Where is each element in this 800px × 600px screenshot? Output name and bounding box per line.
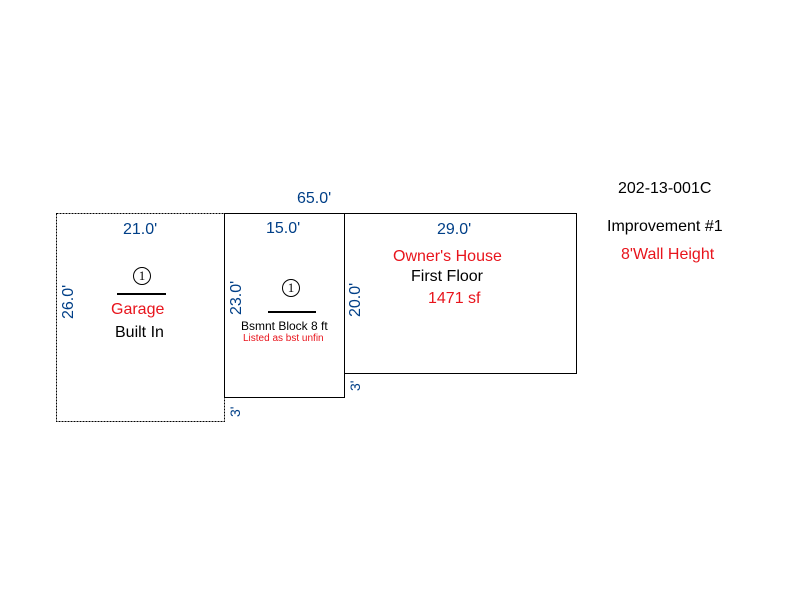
house-depth-dimension: 20.0' <box>347 282 364 317</box>
garage-marker-icon: 1 <box>133 267 151 285</box>
garage-marker-underline <box>117 293 166 295</box>
garage-depth-dimension: 26.0' <box>60 284 77 319</box>
improvement-label: Improvement #1 <box>607 218 723 235</box>
basement-width-dimension: 15.0' <box>266 220 301 237</box>
house-width-dimension: 29.0' <box>437 221 472 238</box>
overall-width-dimension: 65.0' <box>297 190 332 207</box>
house-name: Owner's House <box>393 248 502 265</box>
basement-name: Bsmnt Block 8 ft <box>241 319 328 333</box>
parcel-id: 202-13-001C <box>618 180 712 197</box>
wall-height-label: 8'Wall Height <box>621 246 715 263</box>
basement-marker-underline <box>268 311 316 313</box>
garage-subtitle: Built In <box>115 324 164 341</box>
garage-name: Garage <box>111 301 165 318</box>
house-outline <box>344 213 577 374</box>
basement-offset-dimension: 3' <box>227 406 243 417</box>
house-offset-dimension: 3' <box>347 380 363 391</box>
basement-note: Listed as bst unfin <box>243 333 324 344</box>
basement-marker-icon: 1 <box>282 279 300 297</box>
house-area-label: 1471 sf <box>428 290 481 307</box>
garage-width-dimension: 21.0' <box>123 221 158 238</box>
basement-depth-dimension: 23.0' <box>228 280 245 315</box>
house-floor-label: First Floor <box>411 268 483 285</box>
